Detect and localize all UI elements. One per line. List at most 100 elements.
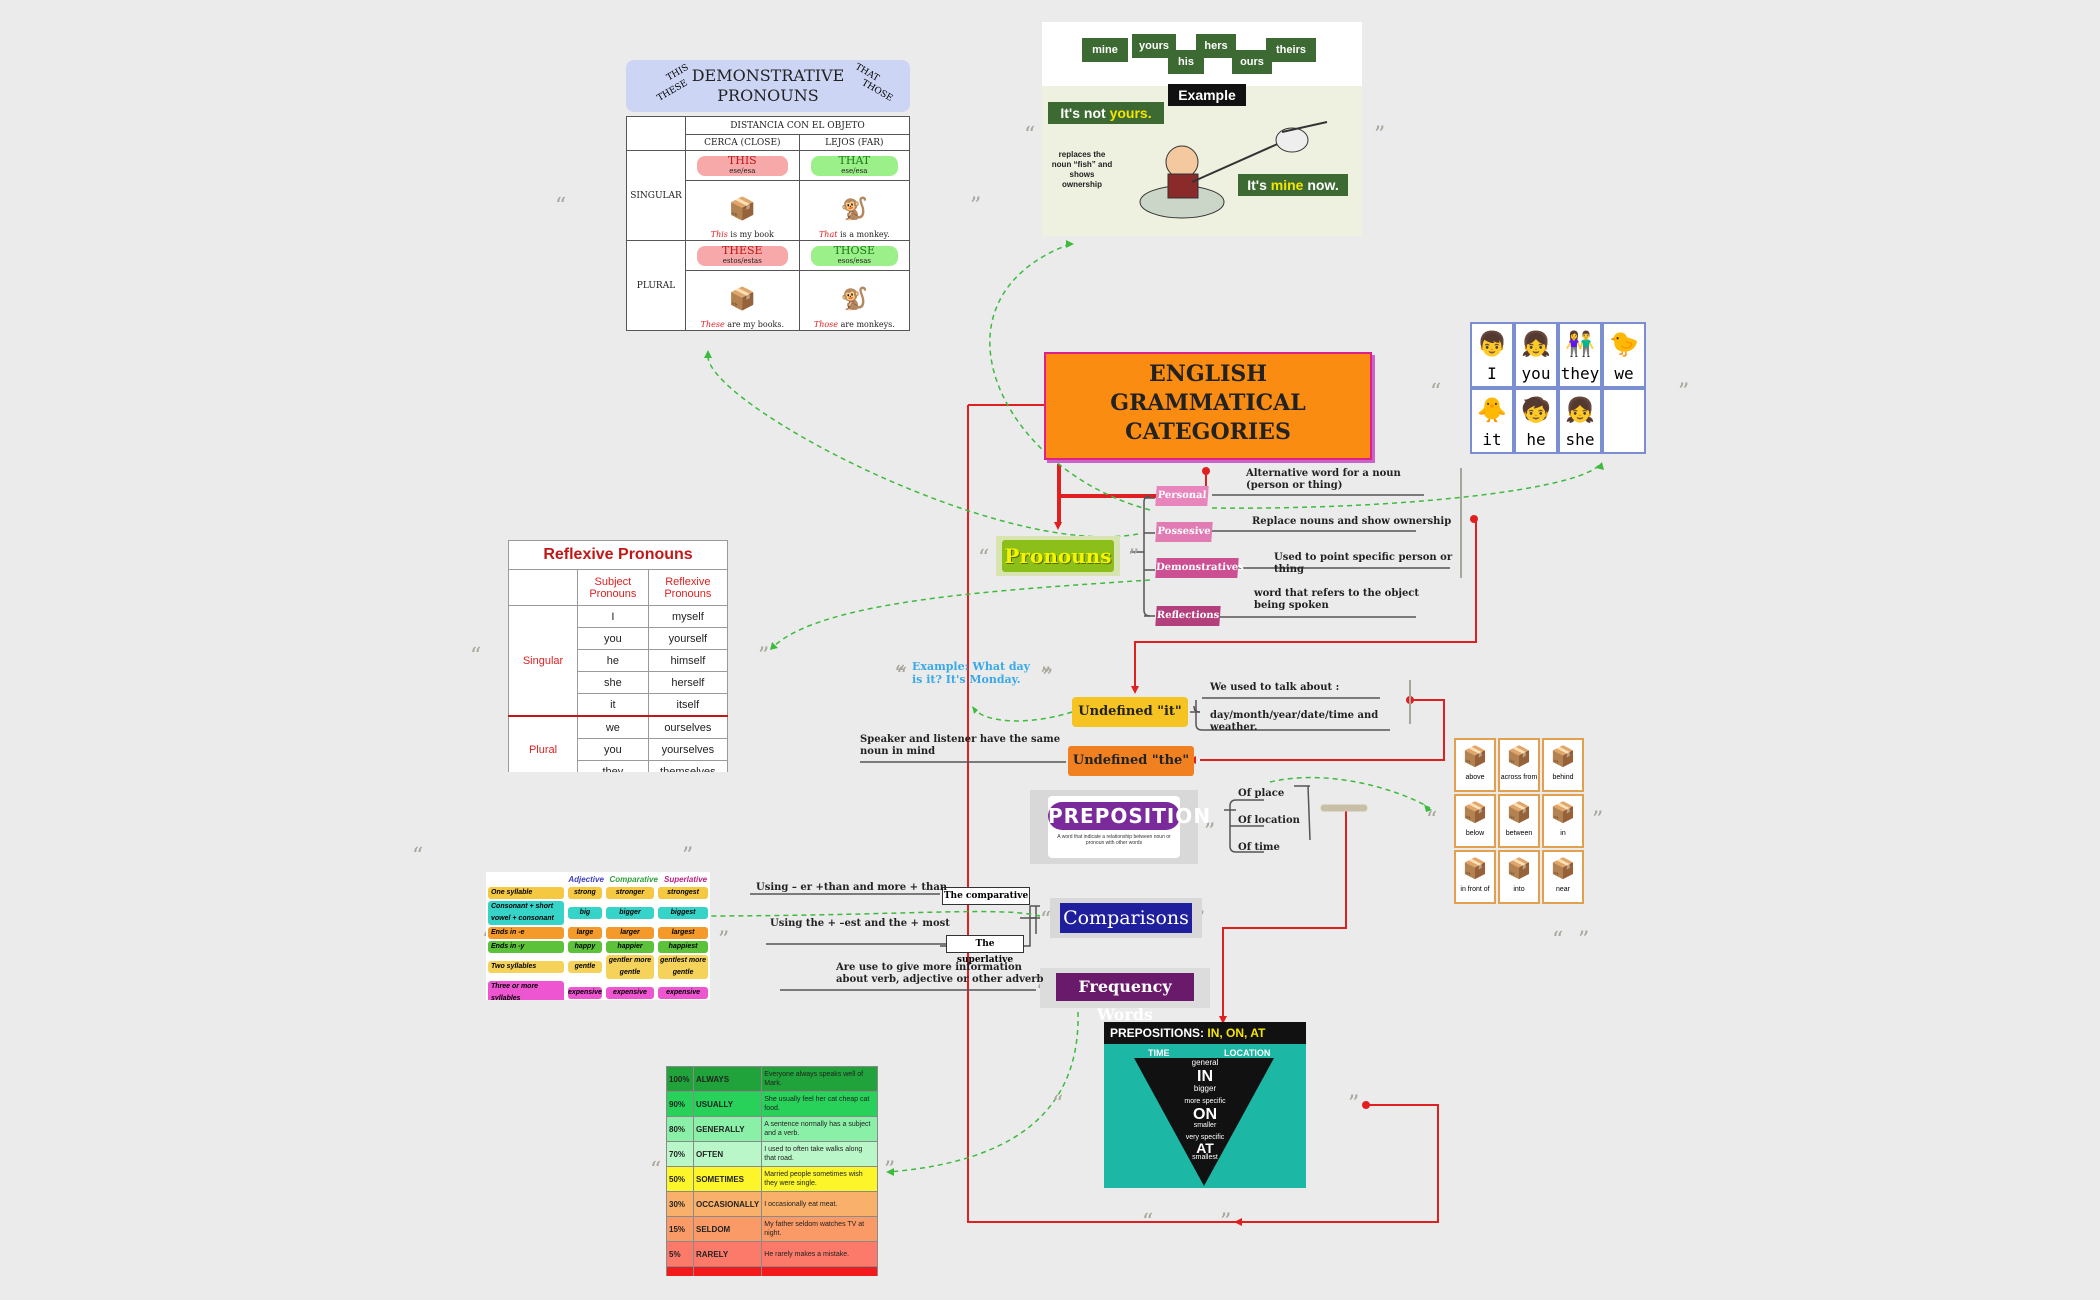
prep-img-bigger: bigger [1193,1084,1217,1093]
preposition-caption: A word that indicate a relationship betw… [1057,834,1171,846]
quote-mark: ” [1348,1092,1360,1117]
quote-mark: “ [1552,928,1564,953]
prep-of-location[interactable]: Of location [1238,815,1300,826]
quote-mark: ” [1374,123,1386,148]
possessive-example-label: Example [1168,84,1246,106]
frequency-node[interactable]: Frequency Words [1040,968,1210,1024]
quote-mark: ” [718,928,730,953]
possessive-pronouns-image: mine yours his hers ours theirs Example … [1042,22,1362,236]
comparisons-label: Comparisons [1060,903,1192,933]
dem-plural: PLURAL [626,240,686,331]
personal-pronouns-grid: 👦I 👧you 👫they 🐤we 🐥it 🧒he 👧she [1470,322,1648,454]
pcell-he: 🧒he [1514,388,1558,454]
note-frequency: Are use to give more information about v… [836,962,1044,985]
quote-mark: ” [1220,1210,1232,1235]
superlative-node[interactable]: The superlative [946,935,1024,965]
demonstrative-pronouns-image: DEMONSTRATIVE PRONOUNS THIS THESE THAT T… [626,60,910,340]
preposition-label: PREPOSITION [1048,802,1212,830]
pcell-empty [1602,388,1646,454]
adjective-comparison-table: Adjective Comparative Superlative One sy… [486,872,710,1000]
undefined-the-node[interactable]: Undefined "the" [1068,746,1194,776]
note-reflections: word that refers to the object being spo… [1254,588,1420,611]
prep-img-in: IN [1197,1068,1213,1085]
quote-mark: ” [1128,546,1140,571]
quote-mark: “ [1142,1210,1154,1235]
prep-img-smallest: smallest [1192,1154,1218,1161]
quote-mark: “ [978,546,990,571]
quote-mark: ” [1040,664,1052,689]
pronouns-node[interactable]: Pronouns [996,536,1120,576]
reflexive-singular: Singular [508,605,578,717]
quote-mark: “ [1024,123,1036,148]
reflexive-title: Reflexive Pronouns [508,540,728,569]
quote-mark: “ [650,1158,662,1183]
demonstrative-title-2: PRONOUNS [717,86,819,105]
prepositions-of-place-grid: 📦above 📦across from 📦behind 📦below 📦betw… [1454,738,1598,904]
tag-personal[interactable]: Personal [1155,486,1209,506]
note-possesive: Replace nouns and show ownership [1252,516,1452,527]
undefined-it-node[interactable]: Undefined "it" [1072,697,1188,727]
demonstrative-title-1: DEMONSTRATIVE [691,66,845,85]
possessive-word-mine: mine [1082,38,1128,62]
preposition-node[interactable]: PREPOSITION A word that indicate a relat… [1030,790,1212,864]
quote-mark: “ [896,664,908,689]
quote-mark: “ [470,644,482,669]
root-title-line1: ENGLISH [1148,361,1268,387]
quote-mark: “ [1040,908,1052,933]
quote-mark: ” [1042,666,1054,691]
pcell-i: 👦I [1470,322,1514,388]
pcell-she: 👧she [1558,388,1602,454]
prep-img-title: PREPOSITIONS: IN, ON, AT [1110,1026,1266,1040]
root-node[interactable]: ENGLISH GRAMMATICAL CATEGORIES [1044,352,1372,460]
note-superlative: Using the + –est and the + most [770,918,950,929]
reflexive-plural: Plural [508,715,578,772]
prep-of-time[interactable]: Of time [1238,842,1280,853]
quote-mark: “ [1052,1092,1064,1117]
pcell-it: 🐥it [1470,388,1514,454]
prep-img-on: ON [1193,1106,1217,1123]
root-title-line2: GRAMMATICAL [1110,390,1306,416]
note-personal: Alternative word for a noun (person or t… [1246,468,1401,491]
pcell-you: 👧you [1514,322,1558,388]
dem-close: CERCA (CLOSE) [685,134,800,151]
tag-demonstratives[interactable]: Demonstratives [1155,558,1244,578]
possessive-bubble-2: It's mine now. [1238,174,1348,196]
fisherman-bird-illustration [1139,121,1328,219]
note-undefined-it-title: We used to talk about : [1210,682,1340,693]
comparisons-node[interactable]: Comparisons [1050,898,1202,938]
possessive-word-hers: hers [1196,34,1236,58]
prep-img-time: TIME [1148,1048,1170,1058]
quote-mark: ” [884,1158,896,1183]
prep-of-place[interactable]: Of place [1238,788,1285,799]
tag-possesive[interactable]: Possesive [1155,522,1213,542]
quote-mark: ” [682,844,694,869]
dem-singular: SINGULAR [626,150,686,241]
prepositions-in-on-at-image: PREPOSITIONS: IN, ON, AT TIME LOCATION g… [1104,1022,1306,1188]
pronouns-label: Pronouns [1002,540,1114,572]
comparative-node[interactable]: The comparative [942,887,1030,905]
quote-mark: “ [412,844,424,869]
tag-reflections[interactable]: Reflections [1155,606,1221,626]
possessive-side-note: replaces the noun “fish” and shows owner… [1051,150,1113,189]
prep-img-triangle [1134,1058,1274,1186]
dem-header: DISTANCIA CON EL OBJETO [685,116,910,135]
quote-mark: ” [1204,820,1216,845]
prep-img-more-specific: more specific [1184,1098,1226,1105]
quote-mark: ” [1578,928,1590,953]
frequency-label: Frequency Words [1056,973,1194,1024]
root-title-line3: CATEGORIES [1125,419,1291,445]
